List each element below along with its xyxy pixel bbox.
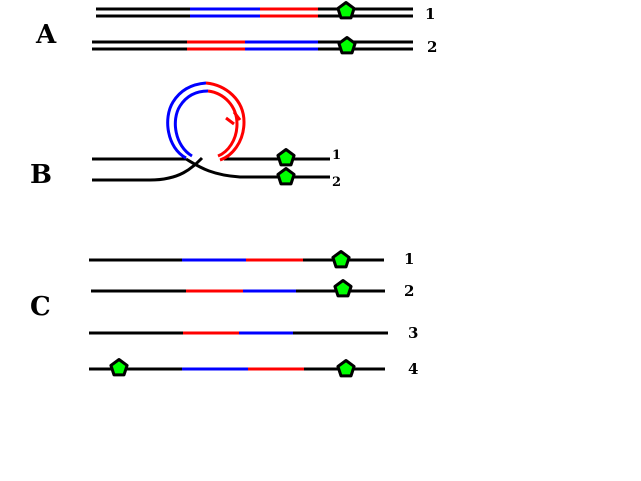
- panel-c: C 1 2 3: [30, 250, 418, 378]
- panel-c-strand-2-number: 2: [404, 282, 414, 300]
- panel-c-strand-3: 3: [89, 324, 418, 342]
- panel-a-label: A: [35, 20, 57, 50]
- panel-a: A 1 2: [35, 1, 437, 56]
- panel-b-loop-red: [205, 81, 246, 162]
- panel-b-loop-blue: [166, 81, 209, 160]
- panel-a-strand-2-number: 2: [427, 38, 437, 56]
- panel-a-strand-1-number: 1: [425, 5, 435, 23]
- marker-icon: [276, 167, 296, 186]
- panel-b-strand-2-number: 2: [332, 175, 341, 190]
- panel-c-strand-3-number: 3: [408, 324, 418, 342]
- panel-c-strand-1-number: 1: [404, 250, 414, 268]
- panel-b-strands: [92, 156, 330, 182]
- panel-c-strand-1: 1: [89, 250, 414, 269]
- marker-icon: [336, 1, 356, 20]
- panel-c-strand-4: 4: [89, 358, 418, 378]
- marker-icon: [337, 36, 357, 55]
- panel-b-strand-1-number: 1: [332, 148, 341, 163]
- marker-icon: [333, 279, 353, 298]
- panel-c-label: C: [30, 292, 51, 322]
- panel-a-strand-2: 2: [92, 36, 437, 56]
- marker-icon: [331, 250, 351, 269]
- panel-c-strand-4-number: 4: [408, 360, 418, 378]
- marker-icon: [336, 359, 356, 378]
- panel-b-label: B: [30, 160, 52, 190]
- panel-a-strand-1: 1: [96, 1, 435, 23]
- marker-icon: [276, 148, 296, 167]
- marker-icon: [109, 358, 129, 377]
- panel-b: B 1 2: [30, 81, 341, 190]
- panel-c-strand-2: 2: [91, 279, 414, 300]
